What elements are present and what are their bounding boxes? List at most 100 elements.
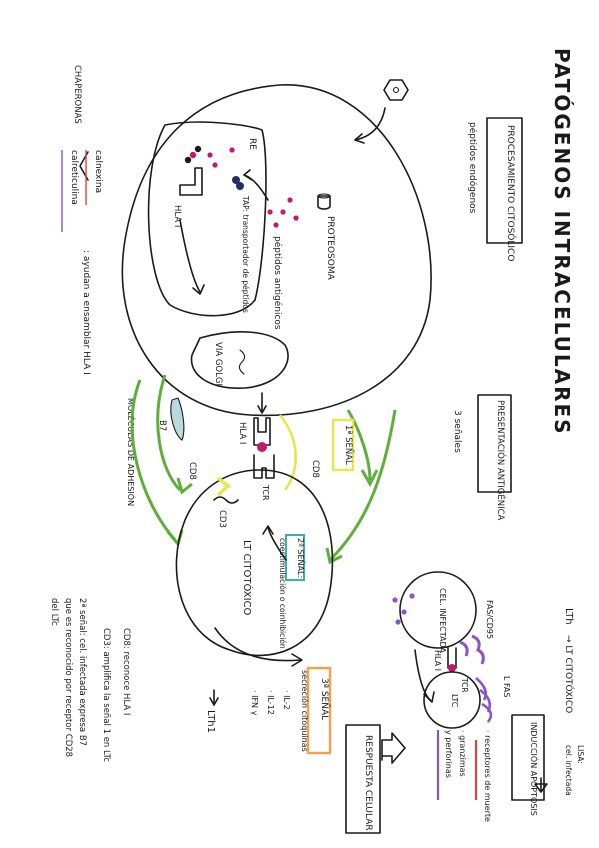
lisa-desc: cel. infectada xyxy=(564,745,573,796)
cd3-label: CD3 xyxy=(217,510,227,528)
re-label: RE xyxy=(247,138,257,150)
fas-label: FAS/CD95 xyxy=(485,600,494,639)
golgi-squiggle xyxy=(238,349,246,375)
page-title: PATÓGENOS INTRACELULARES xyxy=(550,48,574,436)
presentacion-label: PRESENTACIÓN ANTIGÉNICA xyxy=(495,400,507,521)
b7-molecule xyxy=(170,397,185,441)
senal3-label: 3ª SEÑAL xyxy=(319,678,330,720)
cd3-molecule xyxy=(213,496,239,504)
lth1-label: LTh1 xyxy=(205,710,216,733)
peptide-dot xyxy=(212,162,218,168)
fas-receptor xyxy=(471,634,485,665)
peptide-dot xyxy=(207,152,213,158)
senal2-box xyxy=(285,534,305,581)
fas-receptor xyxy=(459,640,469,657)
b7-label: B7 xyxy=(157,420,167,431)
peptide-dot xyxy=(401,609,407,615)
cd8-top-label: CD8 xyxy=(310,460,320,478)
cytokine-il12: · IL-12 xyxy=(266,690,275,715)
green-loop-inner xyxy=(156,374,182,492)
senal2-label: 2ª SEÑAL: xyxy=(296,538,306,578)
hla-small-label: HLA I xyxy=(433,650,442,671)
peptide-dot xyxy=(392,597,398,603)
lt-arrow-label: → LT CITOTÓXICO xyxy=(563,635,575,713)
peptide-dot xyxy=(280,209,286,215)
tcr-small-label: TCR xyxy=(460,677,469,693)
cel-infectada-small xyxy=(399,571,477,649)
hla-inner-shape xyxy=(179,167,203,196)
induccion-box xyxy=(511,714,545,801)
golgi-label: VIA GOLGI xyxy=(213,342,223,386)
proteosoma-label: PROTEOSOMA xyxy=(325,216,335,281)
senal1-label: 1ª SEÑAL xyxy=(343,425,354,465)
procesamiento-title: PROCESAMIENTO CITOSÓLICO xyxy=(505,125,517,261)
yellow-link xyxy=(278,414,297,491)
green-loop-left xyxy=(130,379,177,541)
hla-inner-label: HLA I xyxy=(172,205,182,227)
respuesta-label: RESPUESTA CELULAR xyxy=(363,735,373,831)
proteosoma-icon xyxy=(317,195,331,210)
chaperone-dot xyxy=(184,156,192,164)
chaperone-dot xyxy=(189,151,197,159)
adhesion-label: MOLÉCULAS DE ADHESIÓN xyxy=(126,398,137,506)
cel-infectada-label: CEL. INFECTADA xyxy=(438,588,447,654)
apoptosis-item-1: · receptores de muerte xyxy=(483,730,492,822)
senal3-desc: secreción citoquinas xyxy=(300,670,310,752)
respuesta-arrow xyxy=(381,732,406,764)
tcr-label: TCR xyxy=(261,484,270,501)
golgi-body xyxy=(190,331,289,389)
presentacion-box xyxy=(477,394,512,493)
lt-citotoxico-cell xyxy=(175,469,334,657)
tap-label: TAP: transportador de péptidos xyxy=(241,195,250,313)
cytokine-il2: · IL-2 xyxy=(282,690,291,710)
senal3-box xyxy=(306,666,332,755)
cytokine-ifn: · IFN γ xyxy=(250,690,259,716)
senal1-box xyxy=(331,418,355,472)
re-route-arrow xyxy=(179,219,201,293)
peptide-dot xyxy=(267,209,273,215)
infected-cell-outline xyxy=(121,84,432,417)
peptidos-endogenos: péptidos endógenos xyxy=(467,122,478,214)
calreticulina-label: calreticulina xyxy=(69,150,79,205)
cell-arrow xyxy=(414,649,431,701)
legend-senal2-b: que es reconocido por receptor CD28 xyxy=(63,598,73,757)
tap-icon xyxy=(236,182,244,190)
senal2-desc: coestimulación o coinhibición xyxy=(278,538,287,649)
green-loop-right xyxy=(346,409,372,481)
chaperone-dot xyxy=(194,145,202,153)
lfas-ligand xyxy=(475,677,493,723)
peptide-dot xyxy=(229,147,235,153)
peptidos-label: péptidos antigénicos xyxy=(272,236,283,330)
reticulo-endoplasmico xyxy=(147,121,267,317)
induccion-label: INDUCCIÓN APOPTOSIS xyxy=(529,722,540,816)
lth-label: LTh xyxy=(563,608,574,625)
chaperonas-desc: : ayudan a ensamblar HLA I xyxy=(81,250,91,375)
ltc-small-label: LTC xyxy=(450,694,459,708)
respuesta-box xyxy=(345,724,381,834)
apoptosis-item-2: · granzimas xyxy=(458,730,467,777)
hla-surface-label: HLA I xyxy=(237,422,247,444)
legend-cd3: CD3: amplifica la señal 1 en LTc xyxy=(101,628,111,762)
green-loop-outer xyxy=(328,409,397,562)
peptide-dot xyxy=(409,593,415,599)
virus-icon xyxy=(383,79,409,101)
legend-senal2-c: del LTc xyxy=(49,598,59,626)
legend-cd8: CD8: reconoce HLA I xyxy=(121,628,131,715)
peptide-dot xyxy=(287,197,293,203)
ltc-small xyxy=(423,671,481,729)
lt-citotoxico-label: LT CITOTÓXICO xyxy=(241,540,254,616)
peptide-dot xyxy=(395,619,401,625)
lisa-label: LISA: xyxy=(576,745,585,764)
chaperonas-label: CHAPERONAS xyxy=(72,65,82,124)
lt-to-senal3-arrow xyxy=(214,627,301,662)
antigen-peptide xyxy=(257,442,267,452)
hla-surface xyxy=(253,417,271,446)
peptide-dot xyxy=(273,222,279,228)
calnexina-label: calnexina xyxy=(93,150,103,193)
cd8-low-label: CD8 xyxy=(187,462,197,480)
tcr-molecule xyxy=(253,454,275,479)
tres-senales: 3 señales xyxy=(452,410,462,453)
cd8-molecule xyxy=(216,476,231,497)
lfas-label: L FAS xyxy=(502,676,511,697)
